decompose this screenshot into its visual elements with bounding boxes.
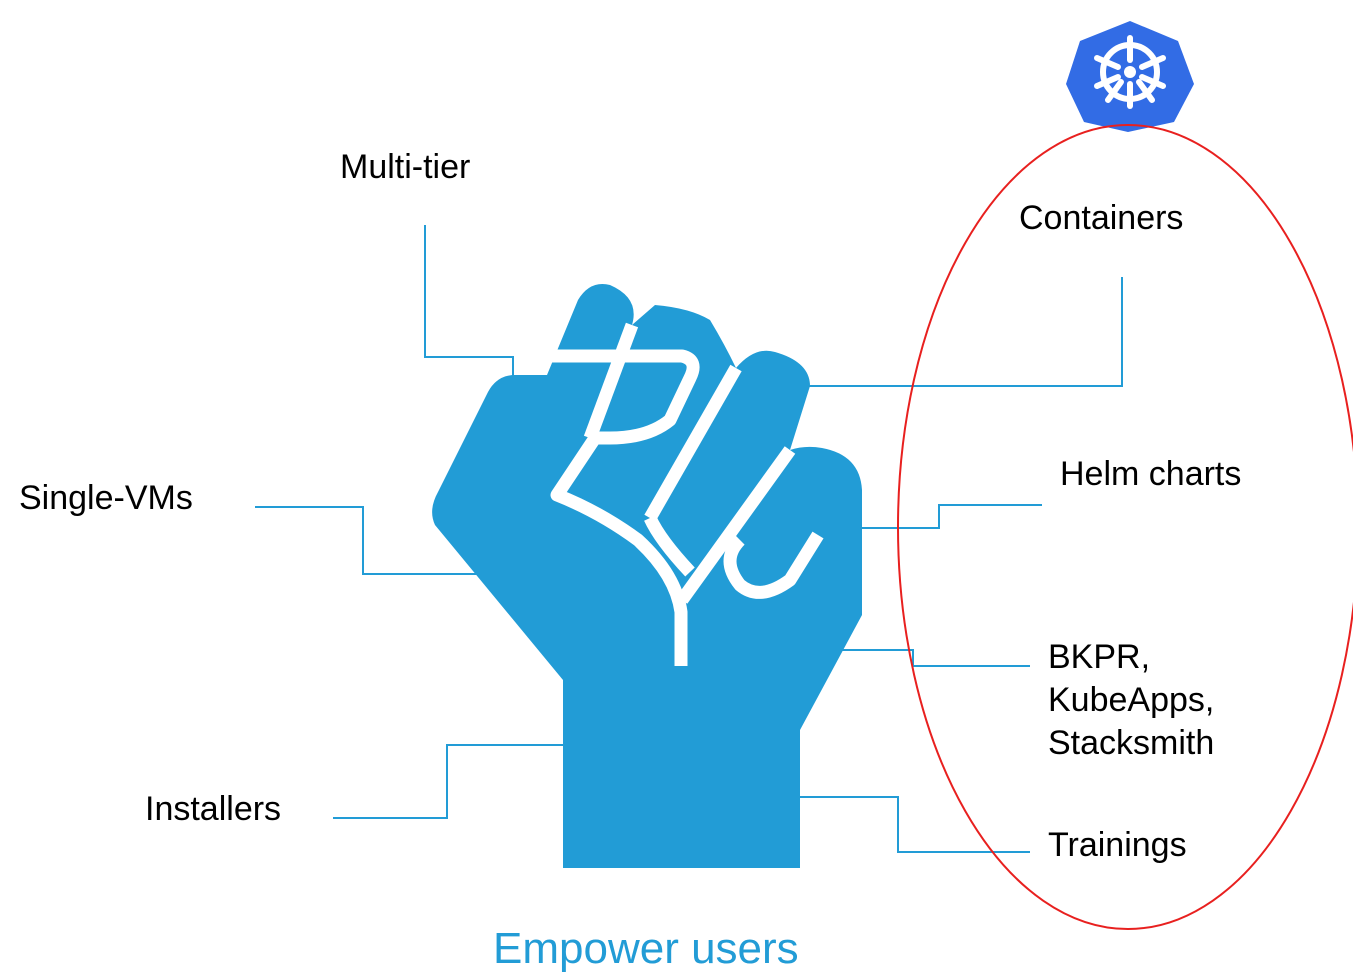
label-bkpr-line-2: KubeApps, [1048,681,1215,719]
kubernetes-highlight-ellipse [897,124,1353,930]
raised-fist-icon [432,284,862,868]
label-trainings: Trainings [1048,826,1187,864]
label-bkpr-line-1: BKPR, [1048,638,1151,676]
connector-bkpr [842,649,1030,667]
connector-trainings [798,796,1030,853]
label-containers: Containers [1019,199,1184,237]
kubernetes-logo-icon [1066,21,1194,132]
diagram-title: Empower users [493,924,799,973]
connector-helm-charts [862,504,1042,529]
label-installers: Installers [145,790,282,828]
label-single-vms: Single-VMs [19,479,193,517]
connector-containers [808,277,1123,387]
connector-installers [333,744,565,819]
connector-multi-tier [424,225,514,378]
label-helm-charts: Helm charts [1060,455,1242,493]
label-multi-tier: Multi-tier [340,148,471,186]
label-bkpr-line-3: Stacksmith [1048,724,1215,762]
label-bkpr: BKPR, KubeApps, Stacksmith [1048,636,1214,765]
connector-single-vms [255,506,478,575]
